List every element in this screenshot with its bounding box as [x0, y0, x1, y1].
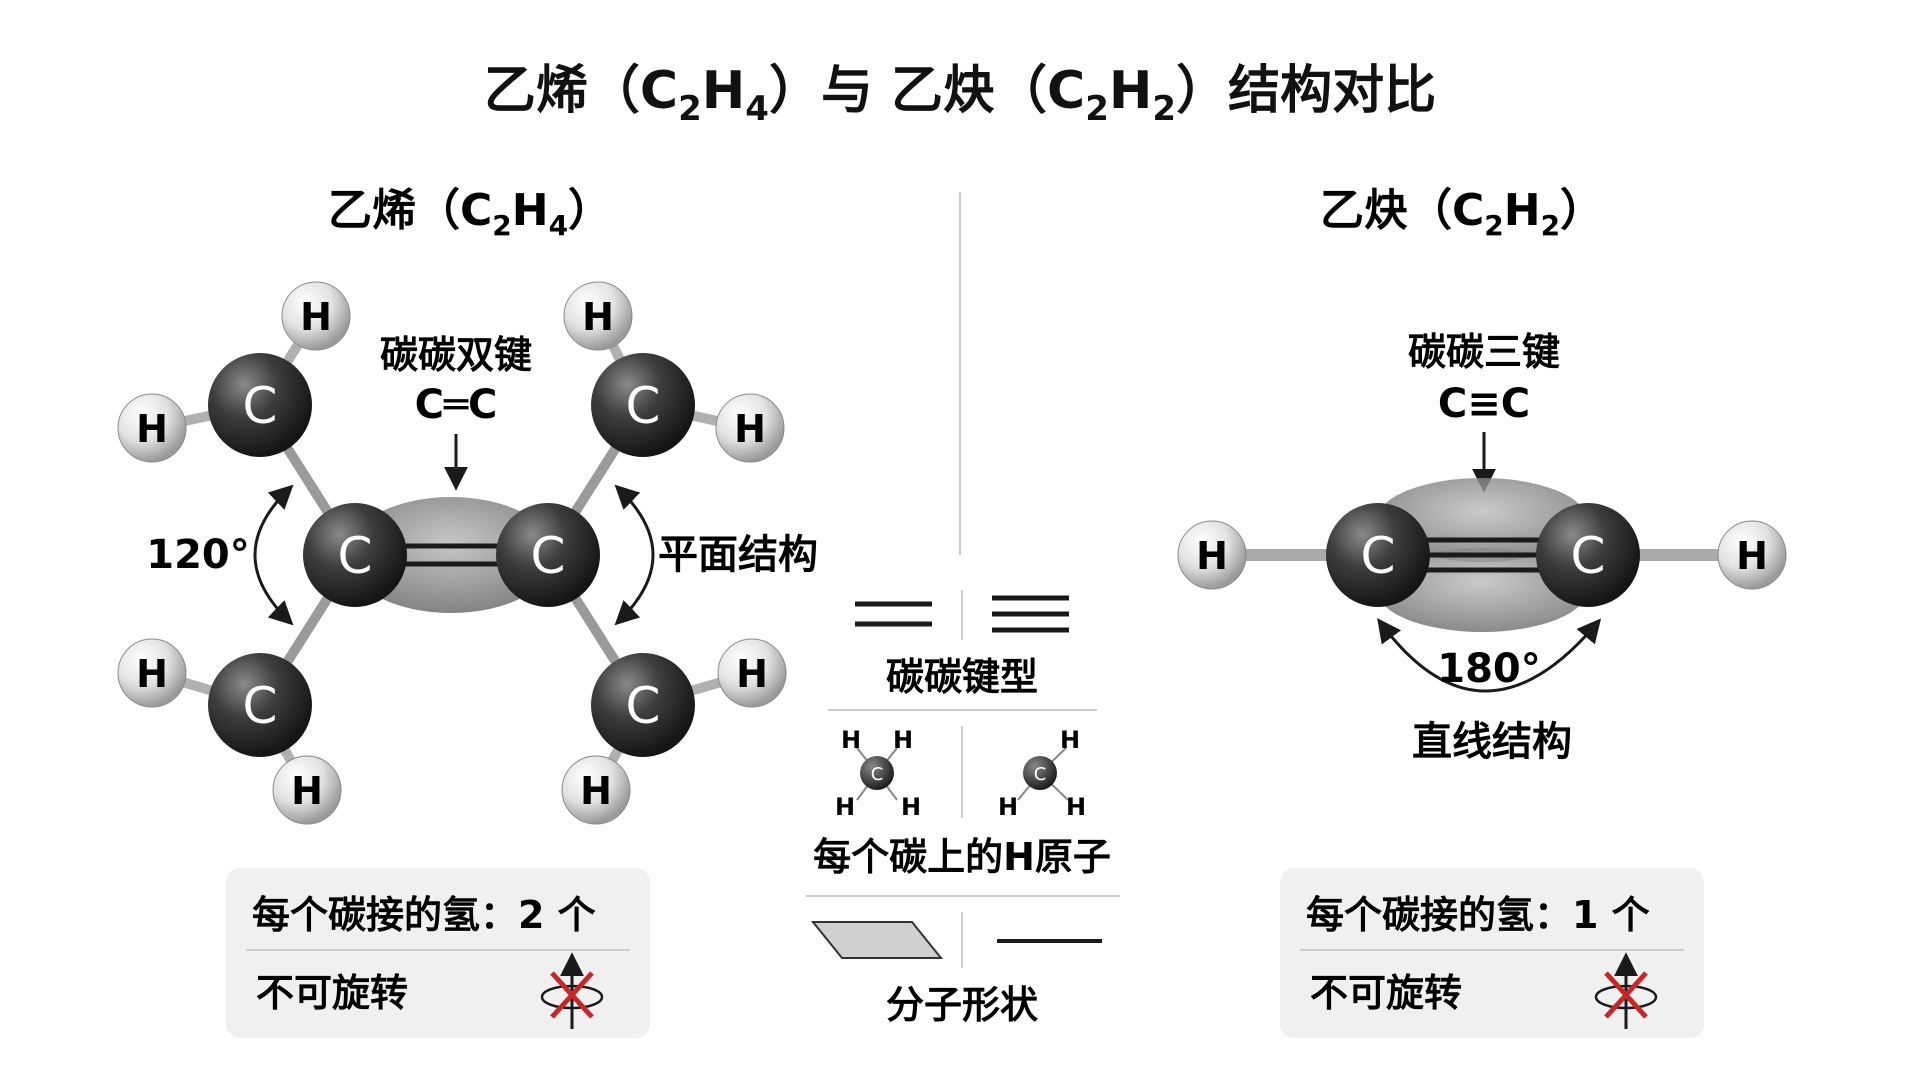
- svg-text:H: H: [901, 793, 921, 821]
- carbon-atom: C: [303, 503, 407, 607]
- svg-text:H: H: [893, 726, 913, 754]
- angle-arc-left: [253, 484, 294, 626]
- svg-text:H: H: [1196, 534, 1228, 578]
- svg-text:C: C: [1571, 527, 1606, 585]
- ethylene-angle-label: 120°: [146, 532, 250, 578]
- angle-arc-right: [614, 484, 655, 626]
- mini-ch2-icon: C H H H H: [835, 726, 921, 821]
- svg-text:C: C: [1034, 764, 1047, 785]
- svg-text:C: C: [338, 527, 373, 585]
- svg-text:H: H: [1736, 534, 1768, 578]
- svg-text:C: C: [626, 377, 661, 435]
- svg-text:H: H: [998, 793, 1018, 821]
- hydrogen-atom: H: [717, 638, 787, 708]
- acetylene-angle-label: 180°: [1437, 646, 1541, 692]
- svg-text:C: C: [531, 527, 566, 585]
- svg-text:C: C: [243, 377, 278, 435]
- svg-text:C: C: [243, 677, 278, 735]
- svg-text:H: H: [1060, 726, 1080, 754]
- svg-text:H: H: [736, 652, 768, 696]
- svg-text:H: H: [582, 295, 614, 339]
- ethylene-info-box: [226, 868, 650, 1038]
- carbon-atom: C: [1326, 503, 1430, 607]
- hydrogen-atom: H: [715, 393, 785, 463]
- carbon-atom: C: [208, 653, 312, 757]
- svg-text:H: H: [841, 726, 861, 754]
- ethylene-heading: 乙烯（C2H4）: [328, 185, 612, 242]
- hydrogen-atom: H: [561, 755, 631, 825]
- svg-text:C: C: [871, 764, 884, 785]
- ethylene-panel: 乙烯（C2H4） 碳碳双键 C═C C C: [117, 185, 818, 1038]
- main-title: 乙烯（C2H4）与 乙炔（C2H2）结构对比: [484, 61, 1436, 129]
- svg-text:C: C: [626, 677, 661, 735]
- hydrogen-atom: H: [117, 393, 187, 463]
- hydrogen-atom: H: [281, 281, 351, 351]
- svg-text:H: H: [835, 793, 855, 821]
- acetylene-bond-formula: C≡C: [1438, 381, 1530, 427]
- molecule-shape-label: 分子形状: [886, 983, 1039, 1027]
- ethylene-hydrogen-count: 每个碳接的氢：2 个: [252, 893, 596, 937]
- svg-text:C: C: [1361, 527, 1396, 585]
- acetylene-bond-label: 碳碳三键: [1408, 330, 1560, 374]
- hydrogen-atom: H: [117, 638, 187, 708]
- comparison-column: 碳碳键型 C H H H H C H H H 每个碳上的H原子: [806, 590, 1120, 1027]
- carbon-atom: C: [591, 353, 695, 457]
- svg-text:H: H: [136, 652, 168, 696]
- no-rotation-icon: [1594, 952, 1658, 1029]
- svg-text:H: H: [136, 407, 168, 451]
- mini-ch-icon: C H H H: [998, 726, 1086, 821]
- bond-type-label: 碳碳键型: [886, 655, 1038, 699]
- pi-electron-cloud: [346, 497, 556, 613]
- svg-text:H: H: [580, 769, 612, 813]
- acetylene-shape-label: 直线结构: [1412, 719, 1572, 765]
- ethylene-bond-label: 碳碳双键: [380, 333, 532, 377]
- acetylene-hydrogen-count: 每个碳接的氢：1 个: [1306, 893, 1650, 937]
- hydrogen-atom: H: [1717, 520, 1787, 590]
- acetylene-heading: 乙炔（C2H2）: [1320, 185, 1604, 242]
- carbon-atom: C: [208, 353, 312, 457]
- svg-text:H: H: [300, 295, 332, 339]
- planar-shape-icon: [810, 921, 944, 959]
- svg-text:H: H: [734, 407, 766, 451]
- acetylene-info-box: [1280, 868, 1704, 1038]
- h-per-carbon-label: 每个碳上的H原子: [813, 835, 1111, 879]
- ethylene-bond-formula: C═C: [415, 382, 498, 428]
- hydrogen-atom: H: [1177, 520, 1247, 590]
- ethylene-rotation-text: 不可旋转: [256, 971, 408, 1015]
- svg-text:H: H: [1066, 793, 1086, 821]
- carbon-atom: C: [1536, 503, 1640, 607]
- hydrogen-atom: H: [272, 755, 342, 825]
- ethylene-shape-label: 平面结构: [658, 532, 818, 578]
- carbon-atom: C: [591, 653, 695, 757]
- carbon-atom: C: [496, 503, 600, 607]
- acetylene-rotation-text: 不可旋转: [1310, 971, 1462, 1015]
- hydrogen-atom: H: [563, 281, 633, 351]
- acetylene-panel: 乙炔（C2H2） 碳碳三键 C≡C C C H H 180° 直线结构 每个碳接…: [1177, 185, 1787, 1038]
- no-rotation-icon: [540, 952, 604, 1029]
- svg-text:H: H: [291, 769, 323, 813]
- angle-arc-bottom: [1377, 618, 1602, 693]
